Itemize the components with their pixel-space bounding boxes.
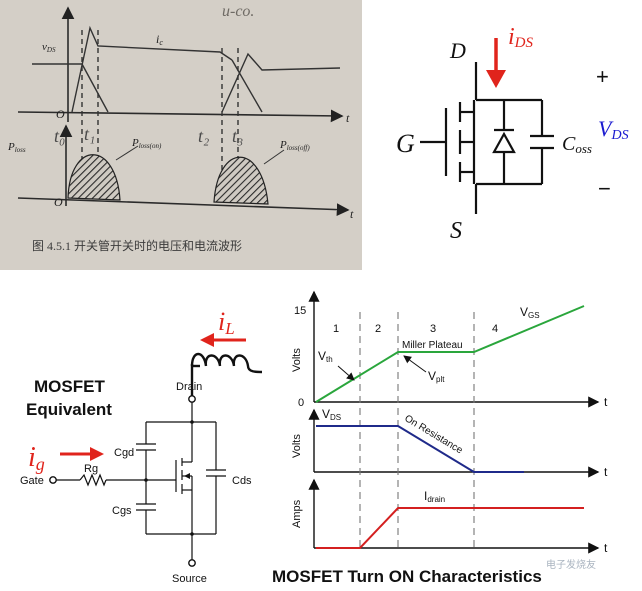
photo-t1: t₁: [84, 124, 95, 144]
drain-node: [188, 395, 196, 403]
photo-t0: t₀: [54, 126, 65, 146]
equiv-cgd: Cgd: [114, 447, 134, 459]
chart-y3-label: Amps: [291, 499, 303, 528]
symbol-plus: +: [596, 64, 609, 89]
il-arrow: [200, 333, 246, 347]
region-2: 2: [375, 323, 381, 335]
photo-origin-bottom: O: [54, 195, 63, 209]
equiv-title-1: MOSFET: [34, 377, 105, 396]
inductor: [190, 352, 263, 398]
gate-node: [49, 476, 57, 484]
equiv-source: Source: [172, 573, 207, 585]
photo-caption: 图 4.5.1 开关管开关时的电压和电流波形: [32, 238, 242, 253]
symbol-g: G: [396, 129, 415, 158]
source-node: [188, 559, 196, 567]
miller-label: Miller Plateau: [402, 340, 463, 351]
equiv-cgs: Cgs: [112, 505, 132, 517]
region-4: 4: [492, 323, 498, 335]
photo-t2: t₂: [198, 126, 209, 146]
chart-x3-label: t: [604, 541, 608, 555]
turn-on-chart: t t t Volts Volts Amps 15 0 1 2 3 4 VGS …: [272, 290, 608, 586]
idrain-label: Idrain: [424, 489, 445, 504]
equiv-il: iL: [218, 307, 235, 338]
vgs-label: VGS: [520, 305, 540, 320]
mosfet-symbol: [420, 62, 554, 214]
ig-arrow: [60, 447, 104, 461]
symbol-d: D: [449, 38, 466, 63]
photo-top-x-axis: [17, 109, 344, 123]
symbol-vds: VDS: [598, 116, 629, 143]
photo-ploss-on: Ploss(on): [131, 137, 162, 150]
region-1: 1: [333, 323, 339, 335]
symbol-s: S: [450, 218, 462, 244]
chart-y-zero: 0: [298, 397, 304, 409]
equivalent-wires: [56, 402, 226, 560]
equivalent-circuit: MOSFET Equivalent iL Drain: [20, 307, 263, 585]
photo-t-top: t: [346, 111, 350, 125]
photo-origin-top: O: [56, 107, 65, 121]
equiv-title-2: Equivalent: [26, 400, 112, 419]
photo-t3: t₃: [232, 126, 243, 146]
chart-y-top: 15: [294, 305, 306, 317]
equiv-gate: Gate: [20, 475, 44, 487]
ids-arrow: [486, 38, 506, 88]
chart-watermark: 电子发烧友: [546, 558, 596, 571]
equiv-ig: ig: [28, 442, 45, 474]
textbook-photo: u-co. O t vDS ic O t Ploss: [0, 0, 362, 270]
photo-ploss-off: Ploss(off): [279, 139, 310, 152]
vds-curve: [316, 425, 524, 473]
symbol-ids: iDS: [508, 24, 534, 51]
photo-top-scribble: u-co.: [222, 3, 254, 20]
photo-bottom-x-axis: [17, 197, 350, 216]
idrain-curve: [316, 507, 584, 549]
chart-x1-label: t: [604, 395, 608, 409]
vplt-label: Vplt: [428, 369, 445, 384]
photo-ploss-label: Ploss: [7, 141, 26, 154]
region-3: 3: [430, 323, 436, 335]
symbol-minus: −: [598, 176, 611, 201]
photo-t-bottom: t: [350, 207, 354, 221]
photo-ic-label: ic: [156, 32, 163, 47]
equiv-rg: Rg: [84, 463, 98, 475]
equiv-cds: Cds: [232, 475, 252, 487]
vgs-curve: [315, 305, 585, 403]
vds-chart-label: VDS: [322, 407, 341, 422]
symbol-coss: Coss: [562, 133, 592, 156]
vth-label: Vth: [318, 349, 333, 364]
photo-loss-on-lobe: [67, 154, 121, 201]
chart-x2-label: t: [604, 465, 608, 479]
chart-y2-label: Volts: [291, 434, 303, 458]
chart-y1-label: Volts: [291, 348, 303, 372]
equiv-drain: Drain: [176, 381, 202, 393]
photo-loss-off-lobe: [213, 156, 269, 205]
photo-vds-label: vDS: [42, 41, 56, 54]
chart-title: MOSFET Turn ON Characteristics: [272, 567, 542, 586]
